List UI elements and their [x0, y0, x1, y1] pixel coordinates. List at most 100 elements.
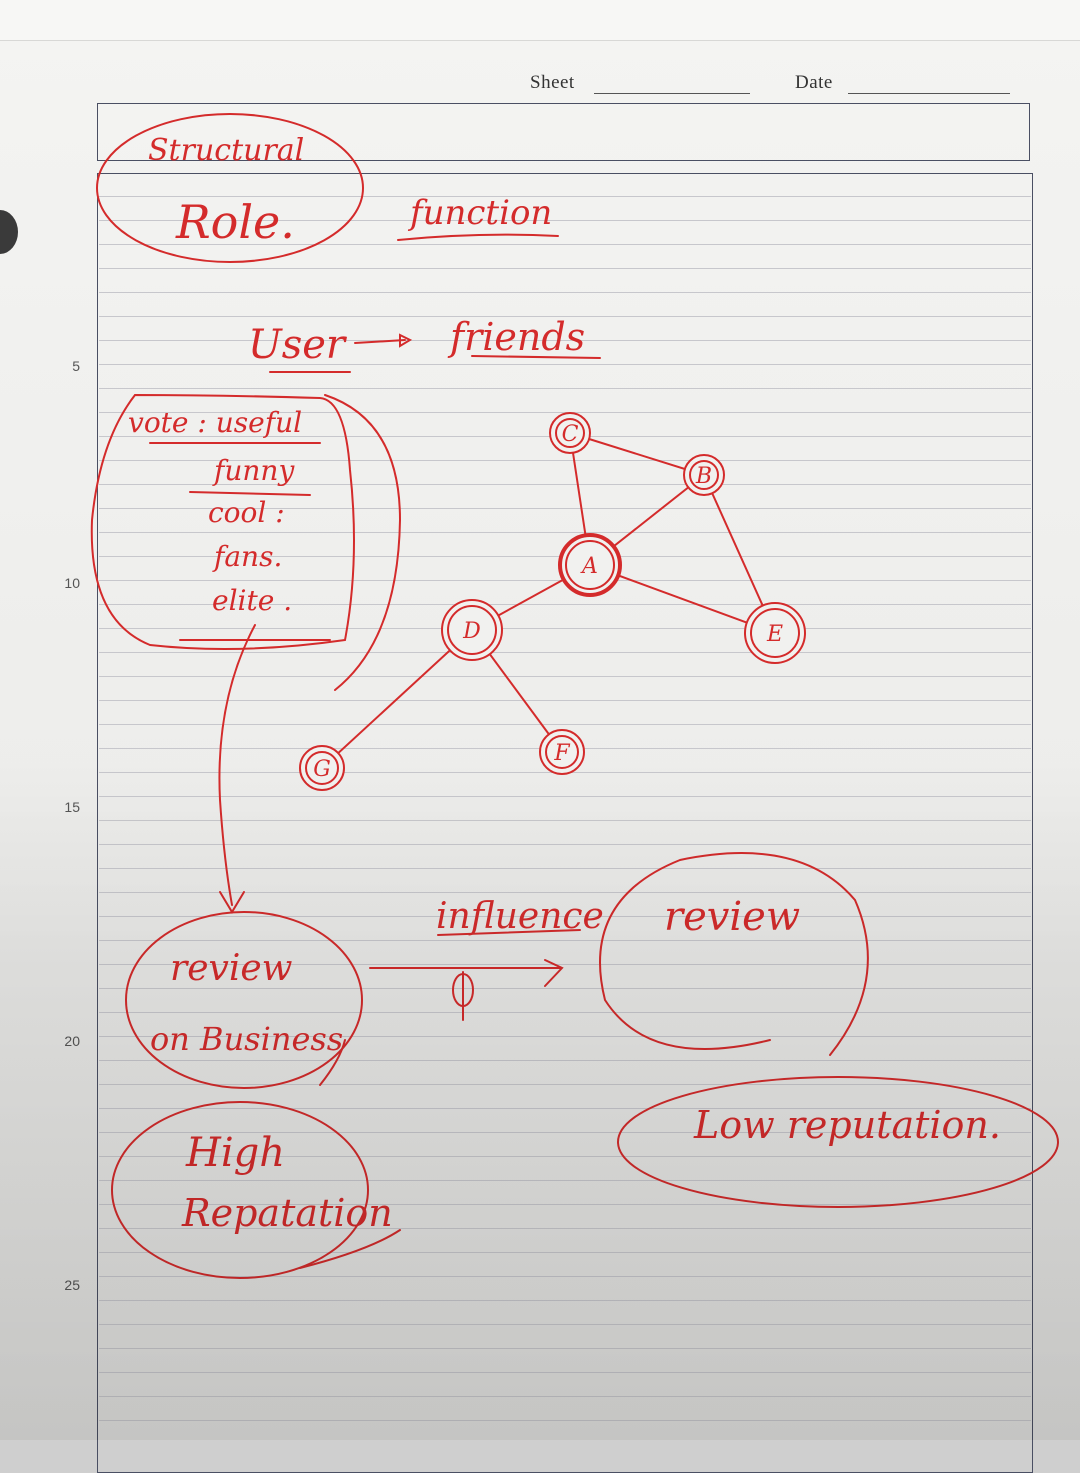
ruled-line: [99, 676, 1031, 677]
note-review-on-business-2: on Business: [150, 1020, 343, 1058]
user-friends-arrow: [354, 339, 406, 344]
ruled-line: [99, 724, 1031, 725]
note-structural: Structural: [148, 133, 304, 168]
ruled-line: [99, 364, 1031, 365]
ruled-line: [99, 316, 1031, 317]
note-high: High: [185, 1130, 285, 1176]
ruled-line: [99, 628, 1031, 629]
line-number-5: 5: [72, 358, 80, 374]
ruled-line: [99, 1108, 1031, 1109]
user-friends-arrowhead: [399, 333, 413, 348]
graph-node-label-a: A: [580, 554, 598, 579]
ruled-line: [99, 268, 1031, 269]
review-on-business-tail: [319, 1039, 346, 1086]
ruled-line: [99, 892, 1031, 893]
graph-node-inner-a: [565, 540, 615, 590]
graph-node-a: [558, 533, 622, 597]
graph-node-e: [744, 602, 806, 664]
influence-underline: [437, 929, 581, 936]
ruled-line: [99, 244, 1031, 245]
title-box: [97, 103, 1030, 161]
note-review-on-business-1: review: [170, 948, 293, 989]
vote-list-outer-curve: [324, 394, 402, 691]
line-number-25: 25: [64, 1277, 80, 1293]
line-number-20: 20: [64, 1033, 80, 1049]
graph-node-inner-f: [545, 735, 579, 769]
ruled-line: [99, 1228, 1031, 1229]
graph-node-d: [441, 599, 503, 661]
ruled-line: [99, 484, 1031, 485]
graph-node-inner-e: [750, 608, 800, 658]
graph-node-inner-c: [555, 418, 585, 448]
ruled-line: [99, 652, 1031, 653]
graph-edge-a-e: [589, 564, 776, 634]
paper-edge-behind: [0, 0, 1080, 41]
note-review: review: [664, 894, 800, 940]
ruled-line: [99, 940, 1031, 941]
vote-list-outline: [90, 393, 355, 650]
graph-node-label-g: G: [313, 757, 331, 782]
ruled-line: [99, 700, 1031, 701]
ruled-line: [99, 532, 1031, 533]
ruled-line: [99, 292, 1031, 293]
note-influence: influence: [436, 896, 604, 937]
ruled-line: [99, 844, 1031, 845]
ruled-line: [99, 604, 1031, 605]
sheet-label: Sheet: [530, 72, 575, 93]
graph-node-label-b: B: [695, 464, 712, 489]
graph-node-inner-g: [305, 751, 339, 785]
note-function: function: [407, 193, 552, 233]
note-repatation: Repatation: [181, 1191, 393, 1235]
note-friends: friends: [447, 315, 585, 359]
note-low-reputation: Low reputation.: [693, 1103, 1001, 1147]
ruled-line: [99, 1132, 1031, 1133]
ruled-line: [99, 1060, 1031, 1061]
ruled-line: [99, 1084, 1031, 1085]
ruled-line: [99, 1420, 1031, 1421]
review-on-business-circle: [125, 911, 363, 1089]
ruled-line: [99, 1348, 1031, 1349]
graph-node-inner-b: [689, 460, 719, 490]
low-reputation-ellipse: [617, 1076, 1059, 1208]
ruled-line: [99, 868, 1031, 869]
ruled-line: [99, 1324, 1031, 1325]
ruled-line: [99, 820, 1031, 821]
sheet-field-line: [594, 93, 750, 94]
graph-edge-b-c: [569, 432, 705, 476]
vote-item-useful: vote : useful: [128, 406, 302, 439]
ruled-line: [99, 1396, 1031, 1397]
line-number-15: 15: [64, 799, 80, 815]
date-label: Date: [795, 72, 833, 93]
ruled-line: [99, 916, 1031, 917]
role-circle: [96, 113, 364, 263]
ruled-line: [99, 1156, 1031, 1157]
graph-node-inner-d: [447, 605, 497, 655]
friends-underline: [471, 355, 601, 359]
ruled-line: [99, 1036, 1031, 1037]
function-underline: [397, 233, 559, 241]
graph-node-label-c: C: [562, 422, 579, 447]
ruled-line: [99, 1300, 1031, 1301]
vote-to-review-arrow: [218, 624, 256, 906]
ruled-line: [99, 964, 1031, 965]
graph-node-label-f: F: [553, 741, 570, 766]
ruled-line: [99, 412, 1031, 413]
high-reputation-circle: [111, 1101, 369, 1279]
ruled-line: [99, 388, 1031, 389]
ruled-line: [99, 796, 1031, 797]
high-reputation-tail: [299, 1229, 401, 1269]
influence-arrowhead: [544, 959, 564, 987]
ruled-line: [99, 220, 1031, 221]
ruled-line: [99, 1252, 1031, 1253]
line-number-10: 10: [64, 575, 80, 591]
vote-item-cool: cool :: [208, 496, 285, 529]
vote-item-elite: elite .: [212, 584, 292, 617]
ruled-line: [99, 1276, 1031, 1277]
ruled-line: [99, 1204, 1031, 1205]
punch-hole: [0, 210, 18, 254]
ruled-line: [99, 508, 1031, 509]
graph-node-label-d: D: [462, 619, 481, 644]
